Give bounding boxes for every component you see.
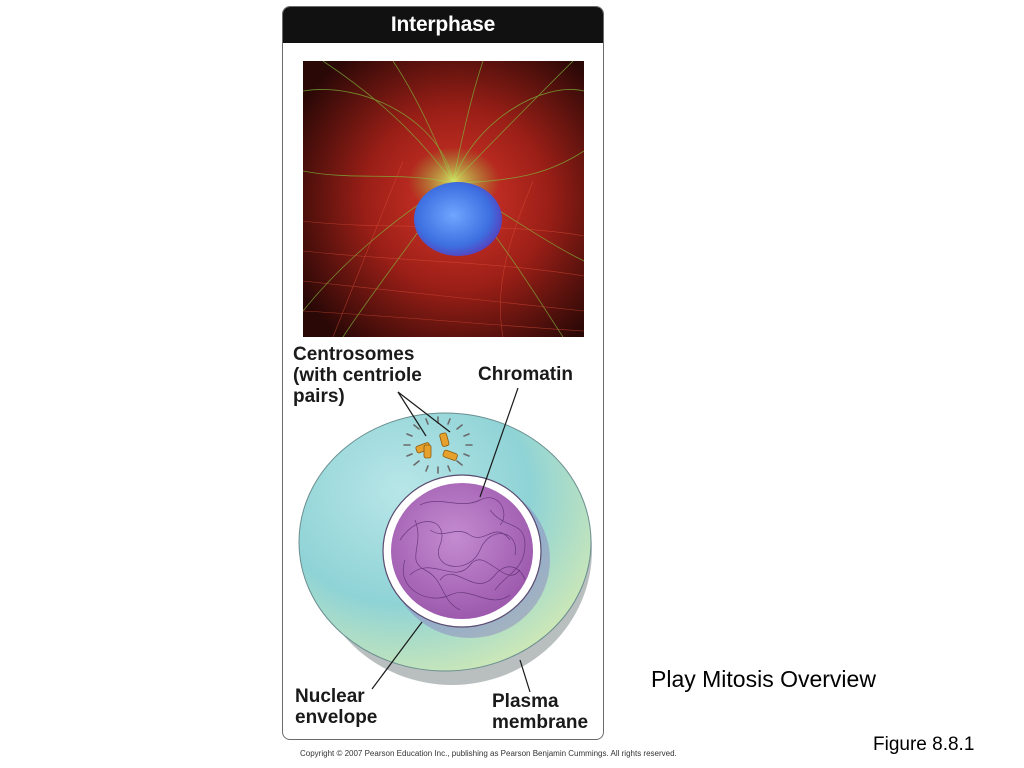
label-chromatin: Chromatin: [478, 364, 573, 385]
interphase-panel: Interphase: [282, 6, 604, 740]
label-nuclear-envelope: Nuclear envelope: [295, 686, 378, 728]
fluorescence-micrograph: [303, 61, 584, 337]
label-centrosomes: Centrosomes (with centriole pairs): [293, 344, 422, 407]
copyright-notice: Copyright © 2007 Pearson Education Inc.,…: [300, 749, 677, 758]
figure-number: Figure 8.8.1: [873, 734, 975, 755]
play-mitosis-overview-link[interactable]: Play Mitosis Overview: [651, 666, 876, 692]
panel-title: Interphase: [283, 7, 603, 43]
label-plasma-membrane: Plasma membrane: [492, 691, 589, 733]
